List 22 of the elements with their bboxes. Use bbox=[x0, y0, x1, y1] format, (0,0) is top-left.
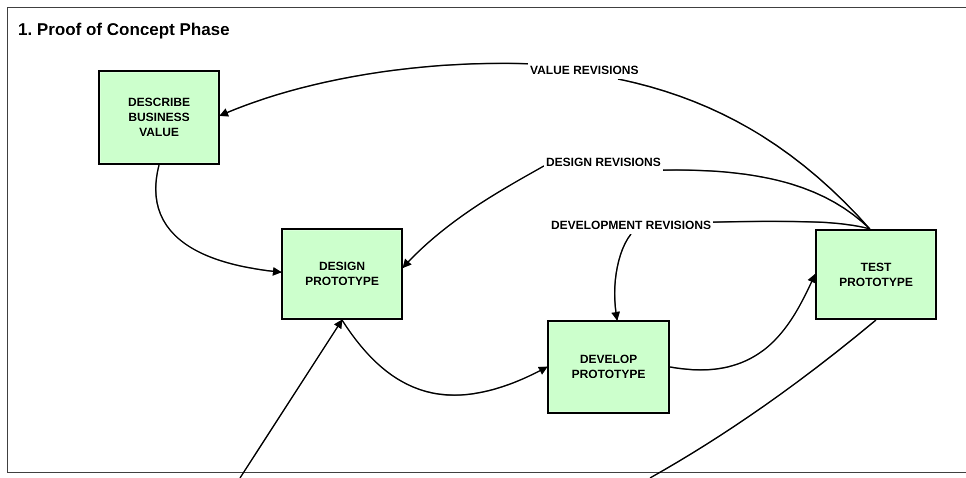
process-box bbox=[815, 229, 937, 320]
arrow bbox=[155, 164, 282, 276]
process-box bbox=[547, 320, 670, 414]
box-label: DESCRIBE BUSINESS VALUE bbox=[126, 95, 191, 140]
process-box bbox=[98, 70, 220, 165]
phase-frame bbox=[7, 7, 966, 473]
box-label: DEVELOP PROTOTYPE bbox=[570, 352, 646, 382]
arrow bbox=[402, 165, 544, 268]
arrow bbox=[341, 320, 548, 396]
phase-title: 1. Proof of Concept Phase bbox=[18, 20, 230, 40]
revision-label: VALUE REVISIONS bbox=[528, 62, 640, 79]
connector-line bbox=[650, 319, 876, 478]
process-box bbox=[281, 228, 403, 320]
arrow bbox=[219, 62, 528, 117]
arrow bbox=[239, 319, 343, 478]
connector-line bbox=[618, 78, 870, 230]
arrow bbox=[670, 274, 816, 370]
arrow bbox=[612, 234, 632, 321]
connector-line bbox=[662, 169, 870, 230]
box-label: DESIGN PROTOTYPE bbox=[304, 259, 380, 289]
box-label: TEST PROTOTYPE bbox=[838, 260, 914, 290]
connector-line bbox=[713, 220, 870, 230]
